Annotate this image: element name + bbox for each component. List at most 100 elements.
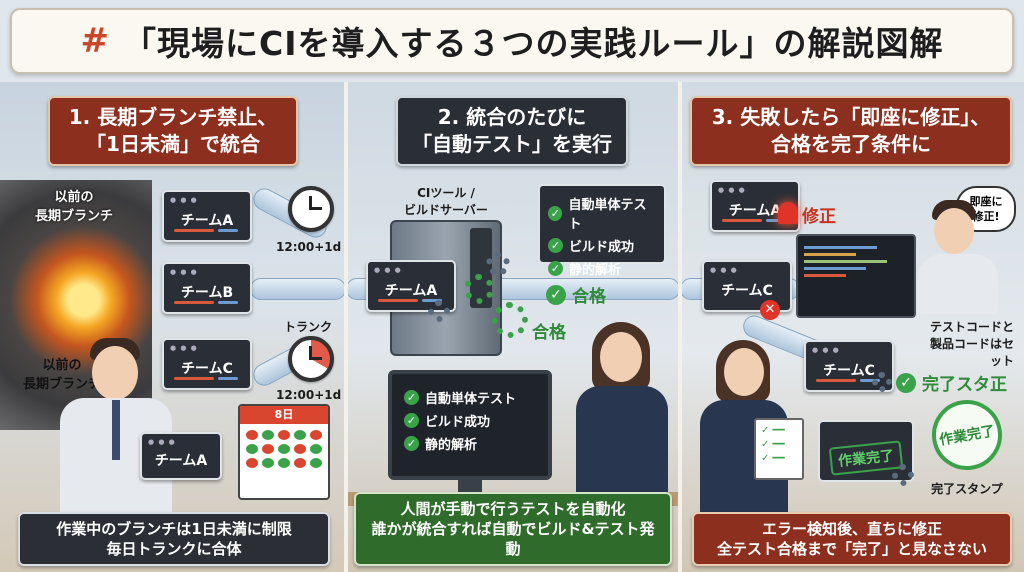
- code-line: [174, 377, 214, 380]
- rule-2-heading-line1: 2. 統合のたびに: [437, 105, 587, 129]
- check-item: ✓ ビルド成功: [548, 236, 656, 255]
- rule-1-caption-line1: 作業中のブランチは1日未満に制限: [56, 520, 292, 538]
- rule-2-heading-line2: 「自動テスト」を実行: [412, 132, 612, 156]
- clock-red-icon: [288, 336, 334, 382]
- gear-icon: [486, 252, 510, 276]
- calendar-header: 8日: [240, 406, 328, 424]
- monitor-check-label: 自動単体テスト: [425, 392, 517, 407]
- window-dots-icon: ● ● ●: [374, 266, 402, 274]
- window-dots-icon: ● ● ●: [812, 346, 840, 354]
- fix-label: 修正: [802, 207, 836, 227]
- check-label: 静的解析: [569, 263, 622, 278]
- gear-icon: [892, 464, 914, 486]
- team-a-label: チームA: [180, 213, 234, 229]
- alarm-light-icon: [778, 202, 798, 224]
- window-dots-icon: ● ● ●: [710, 266, 738, 274]
- window-dots-icon: ● ● ●: [170, 344, 198, 352]
- test-note: テストコードと 製品コードはセット: [920, 318, 1014, 369]
- rule-3-caption-line1: エラー検知後、直ちに修正: [761, 520, 942, 538]
- rule-2-caption: 人間が手動で行うテストを自動化 誰かが統合すれば自動でビルド&テスト発動: [354, 492, 672, 566]
- ci-tool-label-line2: ビルドサーバー: [404, 203, 488, 217]
- trunk-label: トランク: [284, 320, 333, 334]
- page-title: 「現場にCIを導入する３つの実践ルール」の解説図解: [123, 24, 944, 63]
- window-dots-icon: ● ● ●: [718, 186, 746, 194]
- monitor-check-item: ✓ 静的解析: [404, 434, 536, 453]
- rule-3-heading-line2: 合格を完了条件に: [771, 132, 931, 156]
- error-x-icon: ✕: [760, 300, 780, 320]
- old-branch-bottom-line2: 長期ブランチ: [22, 377, 101, 392]
- complete-stamp: 作業完了: [926, 394, 1008, 476]
- team-c-fixed-label: チームC: [823, 363, 875, 379]
- test-note-line2: 製品コードはセット: [929, 337, 1014, 368]
- monitor-check-item: ✓ビルド成功: [404, 411, 536, 430]
- gear-icon: [492, 302, 528, 338]
- rule-1-caption-line2: 毎日トランクに合体: [106, 540, 242, 558]
- monitor-check-item: ✓ 自動単体テスト: [404, 388, 536, 407]
- old-branch-top-line1: 以前の: [54, 190, 94, 205]
- done-badge: ✓ 完了スタ正: [896, 370, 1007, 395]
- team-b-label: チームB: [180, 285, 234, 301]
- team-a-box: ● ● ● チームA: [162, 190, 252, 242]
- team-c-box: ● ● ● チームC: [162, 338, 252, 390]
- code-line: [378, 299, 418, 302]
- code-line: [218, 229, 238, 232]
- check-icon: ✓: [896, 372, 916, 393]
- rule-3-heading-line1: 3. 失敗したら「即座に修正」、: [711, 105, 991, 129]
- code-line: [722, 219, 762, 222]
- check-label: ビルド成功: [569, 240, 635, 255]
- held-team-a-box: ● ● ● チームA: [140, 432, 222, 480]
- code-line: [422, 299, 442, 302]
- test-note-line1: テストコードと: [929, 320, 1014, 334]
- check-icon: ✓: [546, 284, 566, 305]
- code-line: [174, 301, 214, 304]
- check-icon: ✓: [404, 436, 419, 451]
- check-icon: ✓: [404, 390, 419, 405]
- check-icon: ✓: [404, 413, 419, 428]
- test-checklist-box: ✓自動単体テスト ✓ ビルド成功 ✓静的解析: [538, 184, 666, 278]
- ci-tool-label: CIツール / ビルドサーバー: [398, 184, 494, 218]
- time-label-bottom: 12:00+1d: [276, 388, 342, 402]
- clock-icon: [288, 186, 334, 232]
- developer-person: [30, 338, 200, 518]
- done-label: 完了スタ正: [922, 375, 1007, 395]
- check-label: 自動単体テスト: [568, 198, 647, 232]
- team-a-label: チームA: [384, 283, 438, 299]
- team-a-label: チームA: [728, 203, 782, 219]
- rule-1-heading-line2: 「1日未満」で統合: [86, 132, 260, 156]
- pass-label-1: 合格: [572, 287, 606, 307]
- lead-person: [912, 200, 1012, 320]
- panel-divider: [678, 82, 682, 572]
- rule-1-caption: 作業中のブランチは1日未満に制限 毎日トランクに合体: [18, 512, 330, 566]
- rule-2-heading: 2. 統合のたびに 「自動テスト」を実行: [396, 96, 628, 166]
- held-team-a-label: チームA: [154, 453, 208, 469]
- pass-badge-2: 合格: [532, 318, 566, 343]
- hash-icon: #: [80, 21, 110, 61]
- check-icon: ✓: [548, 238, 563, 253]
- stamp-caption: 完了スタンプ: [931, 482, 1003, 496]
- gear-icon: [872, 372, 892, 392]
- ci-tool-label-line1: CIツール /: [417, 186, 475, 200]
- code-screen: [796, 234, 916, 318]
- team-c-fail-label: チームC: [721, 283, 773, 299]
- code-line: [860, 379, 880, 382]
- clipboard-icon: ✓ ━━✓ ━━✓ ━━: [754, 418, 804, 480]
- monitor-check-label: 静的解析: [425, 438, 478, 453]
- rule-1-heading-line1: 1. 長期ブランチ禁止、: [68, 105, 278, 129]
- panel-divider: [344, 82, 348, 572]
- old-branch-top-line2: 長期ブランチ: [34, 209, 113, 224]
- rule-3-caption: エラー検知後、直ちに修正 全テスト合格まで「完了」と見なさない: [692, 512, 1012, 566]
- check-item: ✓自動単体テスト: [548, 194, 656, 232]
- code-line: [766, 219, 786, 222]
- check-item: ✓静的解析: [548, 259, 656, 278]
- team-c-label: チームC: [181, 361, 233, 377]
- stamp-text: 作業完了: [938, 423, 997, 449]
- rule-3-caption-line2: 全テスト合格まで「完了」と見なさない: [716, 540, 987, 558]
- old-branch-top-label: 以前の 長期ブランチ: [14, 186, 134, 224]
- rule-2-caption-line2: 誰かが統合すれば自動でビルド&テスト発動: [371, 520, 655, 558]
- code-line: [174, 229, 214, 232]
- gear-icon: [428, 300, 450, 322]
- rule-2-caption-line1: 人間が手動で行うテストを自動化: [400, 500, 626, 518]
- old-branch-bottom-line1: 以前の: [42, 358, 82, 373]
- monitor-icon: ✓ 自動単体テスト ✓ビルド成功 ✓ 静的解析: [388, 370, 552, 480]
